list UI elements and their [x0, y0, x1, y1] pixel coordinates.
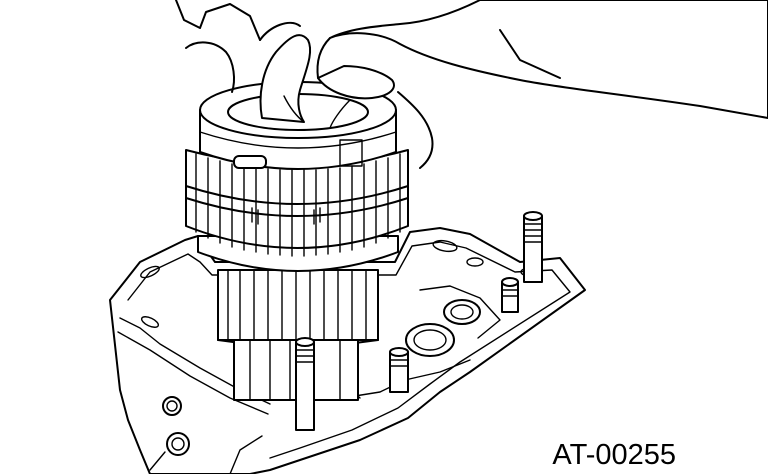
clutch-drum: [185, 81, 409, 272]
figure-code-label: AT-00255: [552, 439, 676, 471]
hands-holding-drum: [175, 0, 768, 169]
stud-bolts: [295, 211, 543, 431]
